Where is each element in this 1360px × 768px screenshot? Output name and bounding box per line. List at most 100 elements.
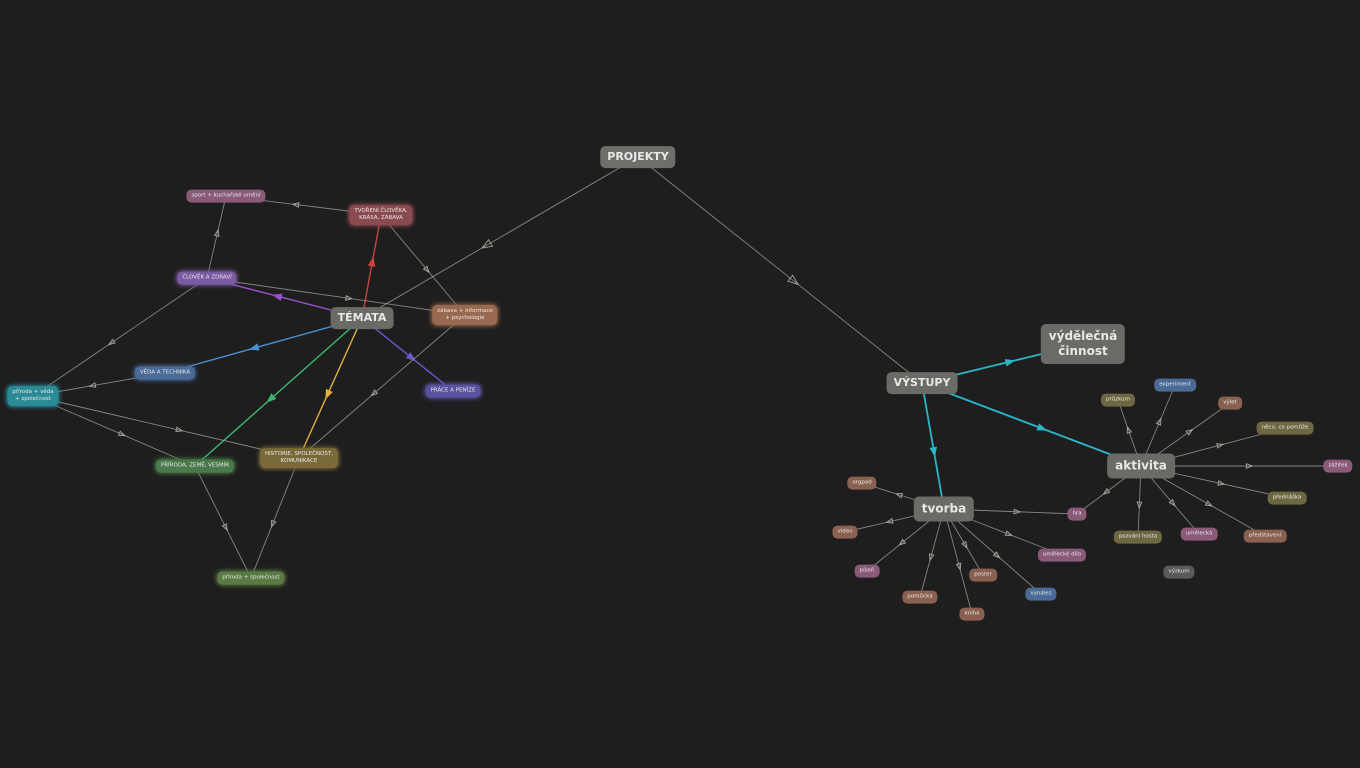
node-hra[interactable]: hra — [1067, 507, 1087, 521]
edge-arrow-icon — [345, 294, 354, 301]
node-clovek[interactable]: ČLOVĚK A ZDRAVÍ — [177, 271, 237, 285]
node-priroda-veda[interactable]: příroda + věda+ společnost — [7, 386, 59, 406]
node-priroda-zeme[interactable]: PŘÍRODA, ZEMĚ, VESMÍR — [155, 459, 235, 473]
node-label: hra — [1072, 510, 1082, 517]
edge-arrow-icon — [1168, 498, 1176, 507]
node-label: výzkum — [1168, 568, 1190, 575]
edge-clovek-sport — [206, 195, 227, 279]
edge-arrow-icon — [367, 256, 376, 267]
node-historie[interactable]: HISTORIE, SPOLEČNOST,KOMUNIKACE — [260, 448, 338, 468]
node-neco[interactable]: něco, co pomůže — [1256, 421, 1314, 435]
edge-arrow-icon — [929, 446, 937, 458]
node-label: HISTORIE, SPOLEČNOST, — [265, 451, 333, 458]
edge-arrow-icon — [221, 523, 228, 532]
edge-arrow-icon — [1004, 530, 1013, 536]
node-label: vynález — [1030, 590, 1052, 597]
node-label: aktivita — [1115, 458, 1167, 473]
edge-clovek-priroda_veda — [32, 277, 208, 397]
edge-tvoreni-zabava — [380, 214, 466, 316]
node-prace[interactable]: PRÁCE A PENÍZE — [425, 384, 481, 398]
edge-arrow-icon — [107, 338, 116, 346]
edge-arrow-icon — [1036, 423, 1048, 431]
node-temata[interactable]: TÉMATA — [330, 307, 394, 329]
edge-temata-veda — [164, 317, 363, 374]
node-zazitek[interactable]: zážitek — [1323, 459, 1353, 473]
node-prednaska[interactable]: přednáška — [1267, 491, 1307, 505]
edge-zabava-historie — [298, 314, 466, 459]
node-tvoreni[interactable]: TVOŘENÍ ČLOVĚKA,KRÁSA, ZÁBAVA — [349, 205, 413, 225]
node-label: kniha — [964, 610, 980, 617]
edge-arrow-icon — [1126, 425, 1133, 434]
edge-arrow-icon — [1013, 508, 1022, 515]
node-label: experiment — [1159, 381, 1191, 388]
edge-priroda_veda-historie — [32, 395, 300, 459]
edge-tvorba-pomucka — [919, 508, 945, 598]
node-organ[interactable]: orgpad — [847, 476, 877, 490]
node-umelecka[interactable]: umělecká — [1180, 527, 1218, 541]
node-kniha[interactable]: kniha — [959, 607, 985, 621]
node-pomucka[interactable]: pomůcka — [902, 590, 938, 604]
node-veda[interactable]: VĚDA A TECHNIKA — [134, 366, 196, 380]
node-video[interactable]: video — [832, 525, 858, 539]
node-label: TVOŘENÍ ČLOVĚKA, — [354, 208, 408, 215]
edge-arrow-icon — [88, 382, 97, 388]
edge-arrow-icon — [480, 239, 494, 249]
edge-arrow-icon — [1102, 488, 1111, 495]
node-label: pozvání hosta — [1118, 533, 1158, 540]
edge-priroda_veda-priroda_zeme — [32, 395, 196, 467]
edge-arrow-icon — [992, 551, 1001, 559]
node-label: něco, co pomůže — [1261, 424, 1309, 431]
node-tvorba[interactable]: tvorba — [913, 496, 975, 522]
node-label: orgpad — [852, 479, 872, 486]
edge-arrow-icon — [955, 562, 962, 571]
edge-clovek-zabava — [206, 277, 466, 316]
edge-arrow-icon — [961, 540, 968, 549]
node-label: výlet — [1223, 399, 1237, 406]
node-label: PŘÍRODA, ZEMĚ, VESMÍR — [160, 462, 230, 469]
node-pruzkum[interactable]: průzkum — [1101, 393, 1135, 407]
node-label: KOMUNIKACE — [280, 458, 318, 464]
edge-arrow-icon — [885, 518, 894, 524]
node-zabava[interactable]: zábava + informace+ psychologie — [432, 305, 498, 325]
node-label: video — [837, 528, 853, 535]
edge-arrow-icon — [271, 293, 283, 301]
edge-projekty-temata — [361, 156, 639, 319]
node-label: píseň — [859, 567, 875, 574]
node-label: umělecké dílo — [1042, 551, 1082, 558]
node-sport[interactable]: sport + kuchařské umění — [186, 189, 266, 203]
edge-arrow-icon — [1204, 500, 1213, 507]
node-predstaveni[interactable]: představení — [1243, 529, 1287, 543]
node-pisen[interactable]: píseň — [854, 564, 880, 578]
edge-vystupy-tvorba — [921, 382, 945, 510]
node-vyzkum[interactable]: výzkum — [1163, 565, 1195, 579]
node-label: příroda + společnost — [222, 574, 280, 581]
node-label: představení — [1248, 532, 1282, 539]
node-label: TÉMATA — [337, 311, 387, 325]
node-label: poster — [974, 571, 992, 578]
node-aktivita[interactable]: aktivita — [1107, 453, 1175, 479]
edge-tvorba-vynalez — [943, 508, 1042, 595]
node-poster[interactable]: poster — [969, 568, 997, 582]
node-pozvani[interactable]: pozvání hosta — [1113, 530, 1163, 544]
node-label: činnost — [1058, 344, 1108, 358]
node-label: VÝSTUPY — [893, 376, 951, 390]
node-vynalez[interactable]: vynález — [1025, 587, 1057, 601]
edge-priroda_zeme-priroda_spol — [194, 465, 252, 579]
node-label: VĚDA A TECHNIKA — [139, 369, 191, 376]
edge-arrow-icon — [898, 538, 907, 546]
edge-arrow-icon — [248, 343, 260, 351]
node-vystupy[interactable]: VÝSTUPY — [886, 372, 958, 394]
edge-tvorba-kniha — [943, 508, 973, 615]
node-experiment[interactable]: experiment — [1154, 378, 1196, 392]
edge-arrow-icon — [370, 389, 379, 397]
node-label: průzkum — [1106, 396, 1130, 403]
node-projekty[interactable]: PROJEKTY — [600, 146, 676, 168]
node-priroda-spol[interactable]: příroda + společnost — [217, 571, 285, 585]
edge-arrow-icon — [894, 492, 904, 499]
node-vylet[interactable]: výlet — [1218, 396, 1242, 410]
node-label: tvorba — [921, 501, 967, 516]
edge-arrow-icon — [325, 388, 333, 400]
node-umelecke-dilo[interactable]: umělecké dílo — [1037, 548, 1087, 562]
edge-vystupy-aktivita — [921, 382, 1142, 467]
